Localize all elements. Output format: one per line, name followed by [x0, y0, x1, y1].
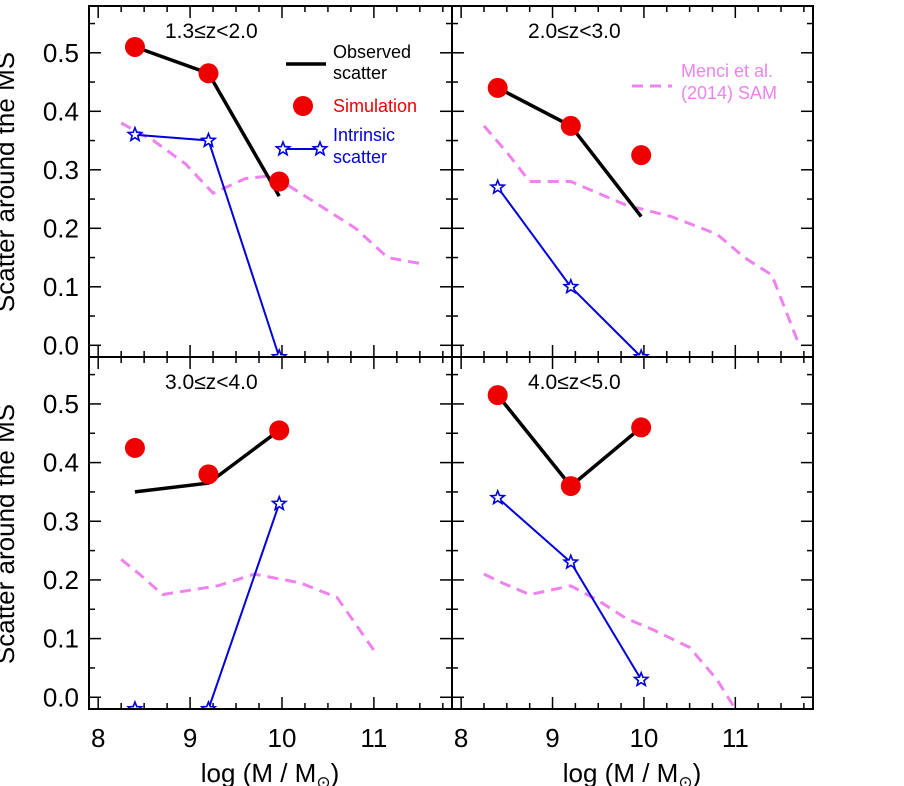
- intrinsic-point: [562, 277, 580, 295]
- y-tick-label: 0.4: [43, 448, 79, 478]
- x-tick-label: 11: [360, 723, 387, 753]
- intrinsic-point: [562, 553, 580, 570]
- simulation-point: [631, 417, 652, 438]
- x-tick-label: 9: [545, 723, 559, 753]
- intrinsic-point: [270, 347, 289, 357]
- panel-label: 3.0≤z<4.0: [165, 371, 258, 394]
- simulation-point: [487, 77, 508, 98]
- observed-scatter-line: [496, 86, 643, 218]
- plot-area: [482, 77, 801, 357]
- intrinsic-scatter-line: [496, 186, 642, 357]
- observed-scatter-line: [496, 394, 643, 489]
- simulation-point: [487, 385, 508, 406]
- panel-label: 4.0≤z<5.0: [528, 371, 621, 394]
- intrinsic-point: [126, 699, 144, 709]
- panel-4: 8 9 10 11 4.0≤z<5.0: [451, 356, 814, 753]
- simulation-point: [198, 464, 219, 485]
- panel-1: 0.0 0.1 0.2 0.3 0.4 0.5 1.3≤z<2.0: [43, 5, 453, 360]
- legend-intrinsic-marker: [311, 139, 329, 157]
- x-axis-title: log (M / M⊙): [201, 758, 340, 786]
- simulation-point: [560, 476, 581, 497]
- legend-intrinsic-marker: [274, 139, 292, 157]
- x-tick-label: 10: [629, 723, 658, 753]
- legend-simulation-label: Simulation: [333, 96, 417, 116]
- y-tick-label: 0.1: [43, 624, 79, 654]
- panel-label: 2.0≤z<3.0: [528, 20, 621, 43]
- panel-3: 0.0 0.1 0.2 0.3 0.4 0.5 8 9 10 11 3.0≤z<4.0: [43, 356, 453, 753]
- y-tick-label: 0.2: [43, 565, 79, 595]
- panel-frame: [451, 356, 814, 710]
- panel-frame: [451, 5, 814, 358]
- y-axis-title: Scatter around the MS: [0, 52, 20, 312]
- y-tick-label: 0.0: [43, 330, 79, 360]
- intrinsic-scatter-line: [134, 133, 281, 357]
- simulation-point: [269, 171, 290, 192]
- simulation-point: [560, 115, 581, 136]
- intrinsic-point: [126, 125, 144, 143]
- y-tick-label: 0.4: [43, 96, 79, 126]
- sam-line: [120, 558, 376, 652]
- y-tick-label: 0.3: [43, 155, 79, 185]
- x-tick-label: 8: [454, 723, 468, 753]
- x-axis-title: log (M / M⊙): [563, 758, 702, 786]
- y-axis-title: Scatter around the MS: [0, 404, 20, 664]
- x-tick-label: 9: [183, 723, 197, 753]
- intrinsic-point: [488, 488, 507, 506]
- y-tick-label: 0.0: [43, 682, 79, 712]
- plot-area: [120, 36, 421, 357]
- x-tick-label: 10: [268, 723, 297, 753]
- simulation-point: [198, 63, 219, 84]
- intrinsic-scatter-line: [134, 503, 281, 709]
- simulation-point: [631, 145, 652, 166]
- y-tick-label: 0.2: [43, 213, 79, 243]
- intrinsic-point: [488, 178, 507, 195]
- legend-observed-label: Observed: [333, 42, 411, 62]
- intrinsic-point: [632, 670, 650, 688]
- axis-ticks: [452, 357, 813, 709]
- legend-intrinsic-label: scatter: [333, 147, 387, 167]
- y-tick-label: 0.3: [43, 506, 79, 536]
- intrinsic-point: [199, 131, 218, 149]
- intrinsic-point: [199, 699, 218, 709]
- panel-2: 2.0≤z<3.0: [451, 5, 814, 358]
- y-tick-label: 0.5: [43, 38, 79, 68]
- panel-label: 1.3≤z<2.0: [165, 20, 258, 43]
- plot-area: [120, 420, 376, 709]
- legend-sam-label: (2014) SAM: [681, 83, 777, 103]
- axis-ticks: [89, 357, 452, 709]
- sam-line: [483, 572, 737, 709]
- y-tick-label: 0.5: [43, 389, 79, 419]
- simulation-point: [124, 437, 145, 458]
- sam-line: [482, 124, 801, 346]
- x-tick-label: 11: [722, 723, 749, 753]
- intrinsic-point: [270, 494, 289, 512]
- legend-sam-label: Menci et al.: [681, 61, 773, 81]
- axis-ticks: [452, 6, 813, 357]
- legend-intrinsic-label: Intrinsic: [333, 125, 395, 145]
- plot-area: [483, 385, 737, 709]
- intrinsic-point: [632, 347, 650, 357]
- panel-frame: [88, 356, 453, 710]
- y-tick-label: 0.1: [43, 272, 79, 302]
- x-tick-label: 8: [91, 723, 105, 753]
- legend-simulation-swatch: [293, 96, 313, 116]
- sam-line: [120, 121, 421, 265]
- simulation-point: [124, 36, 145, 57]
- legend-observed-label: scatter: [333, 63, 387, 83]
- simulation-point: [269, 420, 290, 441]
- legend: ObservedscatterSimulationIntrinsicscatte…: [274, 42, 777, 167]
